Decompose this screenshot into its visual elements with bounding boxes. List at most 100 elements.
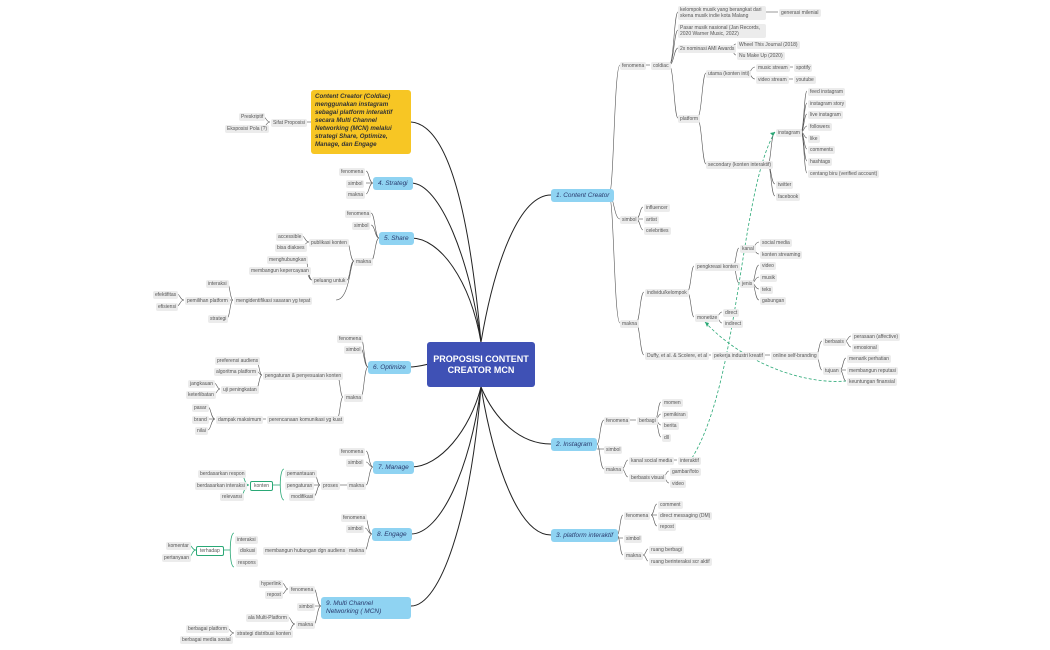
node-sifat-proposisi[interactable]: Sifat Proposisi	[271, 119, 307, 127]
node-accessible[interactable]: accessible	[276, 233, 304, 241]
node-ig-item[interactable]: instagram story	[808, 100, 847, 108]
node-modifikasi[interactable]: modifikasi	[289, 493, 316, 501]
node-pekerja[interactable]: pekerja industri kreatif	[712, 352, 765, 360]
node-interaksi[interactable]: interaksi	[235, 536, 258, 544]
node-influencer[interactable]: influencer	[644, 204, 670, 212]
node-makna[interactable]: makna	[604, 466, 624, 474]
node-fenomena[interactable]: fenomena	[341, 514, 368, 522]
node-video-stream[interactable]: video stream	[756, 76, 789, 84]
node-membangun-kepercayaan[interactable]: membangun kepercayaan	[249, 267, 311, 275]
node-fenomena[interactable]: fenomena	[620, 62, 647, 70]
node-jenis-item[interactable]: musik	[760, 274, 778, 282]
topic-optimize[interactable]: 6. Optimize	[368, 361, 411, 374]
node-berbagai-media[interactable]: berbagai media sosial	[180, 636, 233, 644]
node-pemilihan-platform[interactable]: pemilihan platform	[185, 297, 230, 305]
node-jenis-item[interactable]: video	[760, 262, 776, 270]
node-makna[interactable]: makna	[346, 191, 366, 199]
node-pengkreasi[interactable]: pengkreasi konten	[695, 263, 740, 271]
node-pengaturan-penyesuaian[interactable]: pengaturan & penyesuaian konten	[263, 372, 344, 380]
node-konten-streaming[interactable]: konten streaming	[760, 251, 803, 259]
node-algoritma-platform[interactable]: algoritma platform	[214, 368, 259, 376]
node-makna[interactable]: makna	[354, 258, 374, 266]
node-keterlibatan[interactable]: keterlibatan	[186, 391, 216, 399]
node-artist[interactable]: artist	[644, 216, 659, 224]
node-emosional[interactable]: emosional	[852, 344, 879, 352]
node-uji-peningkatan[interactable]: uji peningkatan	[221, 386, 259, 394]
node-nilai[interactable]: nilai	[195, 427, 208, 435]
node-ig-item[interactable]: comments	[808, 146, 836, 154]
node-monetize[interactable]: monetize	[695, 314, 720, 322]
node-bisa-diakses[interactable]: bisa diakses	[275, 244, 307, 252]
node-pasar-musik[interactable]: Pasar musik nasional (Jan Records, 2020 …	[678, 24, 766, 38]
node-mengidentifikasi[interactable]: mengidentifikasi sasaran yg tepat	[234, 297, 313, 305]
node-celebrities[interactable]: celebrities	[644, 227, 671, 235]
node-fenomena[interactable]: fenomena	[339, 448, 366, 456]
node-berbasis[interactable]: berbasis	[823, 338, 846, 346]
node-berbasis-visual[interactable]: berbasis visual	[629, 474, 667, 482]
node-utama[interactable]: utama (konten inti)	[706, 70, 752, 78]
node-diskusi[interactable]: diskusi	[238, 547, 258, 555]
node-relevansi[interactable]: relevansi	[220, 493, 245, 501]
node-berdasarkan-respon[interactable]: berdasarkan respon	[198, 470, 247, 478]
node-ruang-berbagi[interactable]: ruang berbagi	[649, 546, 684, 554]
node-ala-multi-platform[interactable]: ala Multi-Platform	[246, 614, 289, 622]
node-simbol[interactable]: simbol	[352, 222, 371, 230]
node-makna[interactable]: makna	[344, 394, 364, 402]
node-makna[interactable]: makna	[620, 320, 640, 328]
node-fenomena[interactable]: fenomena	[289, 586, 316, 594]
node-makna[interactable]: makna	[347, 547, 367, 555]
node-youtube[interactable]: youtube	[794, 76, 816, 84]
node-kanal[interactable]: kanal	[740, 245, 756, 253]
node-kelompok-musik[interactable]: kelompok musik yang berangkat dari skena…	[678, 6, 766, 20]
node-ig-item[interactable]: followers	[808, 123, 832, 131]
node-simbol[interactable]: simbol	[346, 525, 365, 533]
node-membangun-hubungan[interactable]: membangun hubungan dgn audiens	[263, 547, 348, 555]
node-berbagai-platform[interactable]: berbagai platform	[186, 625, 229, 633]
node-social-media[interactable]: social media	[760, 239, 792, 247]
node-pi-item[interactable]: direct messaging (DM)	[658, 512, 713, 520]
node-simbol[interactable]: simbol	[620, 216, 639, 224]
node-secondary[interactable]: secondary (konten interaktif)	[706, 161, 774, 169]
node-ig-item[interactable]: hashtags	[808, 158, 833, 166]
node-ig-item[interactable]: like	[808, 135, 820, 143]
topic-mcn[interactable]: 9. Multi Channel Networking ( MCN)	[321, 597, 411, 619]
node-ig-item[interactable]: live instagram	[808, 111, 843, 119]
node-membangun-reputasi[interactable]: membangun reputasi	[847, 367, 898, 375]
central-topic[interactable]: PROPOSISI CONTENT CREATOR MCN	[427, 342, 535, 387]
node-interaksi[interactable]: interaksi	[206, 280, 229, 288]
node-eksposisi[interactable]: Eksposisi Pola (?)	[225, 125, 270, 133]
node-strategi[interactable]: strategi	[208, 315, 229, 323]
node-pertanyaan[interactable]: pertanyaan	[162, 554, 192, 562]
node-jangkauan[interactable]: jangkauan	[188, 380, 216, 388]
node-tujuan[interactable]: tujuan	[823, 367, 841, 375]
topic-instagram[interactable]: 2. Instagram	[551, 438, 598, 451]
node-menghubungkan[interactable]: menghubungkan	[267, 256, 309, 264]
node-fenomena[interactable]: fenomena	[604, 417, 631, 425]
node-efisiensi[interactable]: efisiensi	[156, 303, 179, 311]
node-pengaturan[interactable]: pengaturan	[285, 482, 315, 490]
node-perencanaan[interactable]: perencanaan komunikasi yg kuat	[267, 416, 345, 424]
node-direct[interactable]: direct	[723, 309, 740, 317]
node-preskriptif[interactable]: Preskriptif	[239, 113, 266, 121]
node-generasi-milenial[interactable]: generasi milenial	[779, 9, 821, 17]
node-pasar[interactable]: pasar	[192, 404, 209, 412]
node-fenomena[interactable]: fenomena	[345, 210, 372, 218]
node-pi-item[interactable]: repost	[658, 523, 676, 531]
node-berdasarkan-interaksi[interactable]: berdasarkan interaksi	[195, 482, 247, 490]
topic-share[interactable]: 5. Share	[379, 232, 414, 245]
node-makna[interactable]: makna	[624, 552, 644, 560]
node-proses[interactable]: proses	[321, 482, 341, 490]
node-respons[interactable]: respons	[236, 559, 258, 567]
node-simbol[interactable]: simbol	[344, 346, 363, 354]
node-brand[interactable]: brand	[192, 416, 209, 424]
node-ami-2020[interactable]: Nu Make Up (2020)	[737, 52, 785, 60]
node-berbagi-item[interactable]: dll	[662, 434, 672, 442]
node-publikasi-konten[interactable]: publikasi konten	[309, 239, 349, 247]
node-simbol[interactable]: simbol	[604, 446, 623, 454]
topic-strategi[interactable]: 4. Strategi	[373, 177, 413, 190]
node-pi-item[interactable]: comment	[658, 501, 683, 509]
node-keuntungan-finansial[interactable]: keuntungan finansial	[847, 378, 897, 386]
node-ami-2018[interactable]: Wheel This Journal (2018)	[737, 41, 800, 49]
topic-content-creator[interactable]: 1. Content Creator	[551, 189, 615, 202]
node-twitter[interactable]: twitter	[776, 181, 794, 189]
